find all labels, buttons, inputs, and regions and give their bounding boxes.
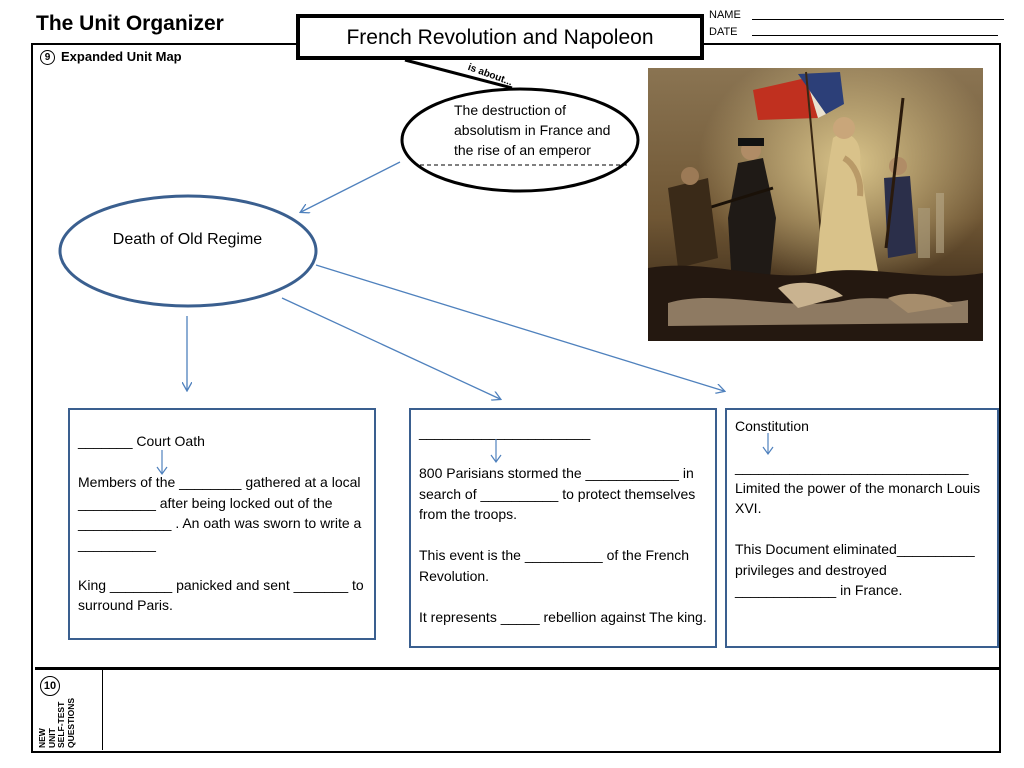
section-10-number: 10	[40, 676, 60, 696]
tennis-court-oath-box: _______ Court Oath Members of the ______…	[68, 408, 376, 640]
date-field[interactable]	[752, 35, 998, 36]
about-oval	[400, 87, 640, 193]
about-text: The destruction of absolutism in France …	[454, 102, 611, 158]
title-connector	[404, 58, 513, 90]
section-9-label: Expanded Unit Map	[61, 49, 182, 64]
box2-paragraph-1: 800 Parisians stormed the ____________ i…	[419, 465, 696, 522]
section-10-label-line: QUESTIONS	[65, 697, 76, 748]
arrow-idea-to-box2	[281, 297, 500, 399]
section-9-number: 9	[40, 50, 55, 65]
box1-heading: _______ Court Oath	[78, 433, 205, 449]
self-test-questions-area[interactable]	[104, 672, 998, 748]
box3-heading: Constitution	[735, 418, 809, 434]
name-field[interactable]	[752, 19, 1004, 20]
section-10-label-divider	[102, 670, 103, 750]
box2-paragraph-2: This event is the __________ of the Fren…	[419, 547, 690, 584]
unit-title: French Revolution and Napoleon	[296, 14, 704, 60]
box3-paragraph-2: This Document eliminated__________ privi…	[735, 541, 975, 598]
main-idea-text: Death of Old Regime	[112, 231, 263, 248]
box2-heading: ______________________	[419, 424, 591, 440]
storming-box: ______________________ 800 Parisians sto…	[409, 408, 717, 648]
box1-paragraph-1: Members of the ________ gathered at a lo…	[78, 474, 362, 552]
arrow-idea-to-box3	[315, 264, 724, 391]
liberty-leading-the-people-painting	[648, 68, 983, 341]
section-10-divider	[35, 667, 1001, 670]
main-idea-oval	[58, 194, 318, 308]
box3-paragraph-1: Limited the power of the monarch Louis X…	[735, 479, 981, 517]
arrow-oval-to-idea	[301, 161, 401, 212]
constitution-box: Constitution ___________________________…	[725, 408, 999, 648]
date-label: DATE	[709, 26, 738, 38]
box2-paragraph-3: It represents _____ rebellion against Th…	[419, 608, 707, 625]
box1-paragraph-2: King ________ panicked and sent _______ …	[78, 576, 364, 614]
box3-blank: ______________________________	[735, 459, 969, 475]
organizer-title: The Unit Organizer	[36, 12, 224, 35]
section-10-label: NEW UNIT SELF-TEST QUESTIONS	[37, 697, 76, 748]
name-label: NAME	[709, 9, 741, 21]
